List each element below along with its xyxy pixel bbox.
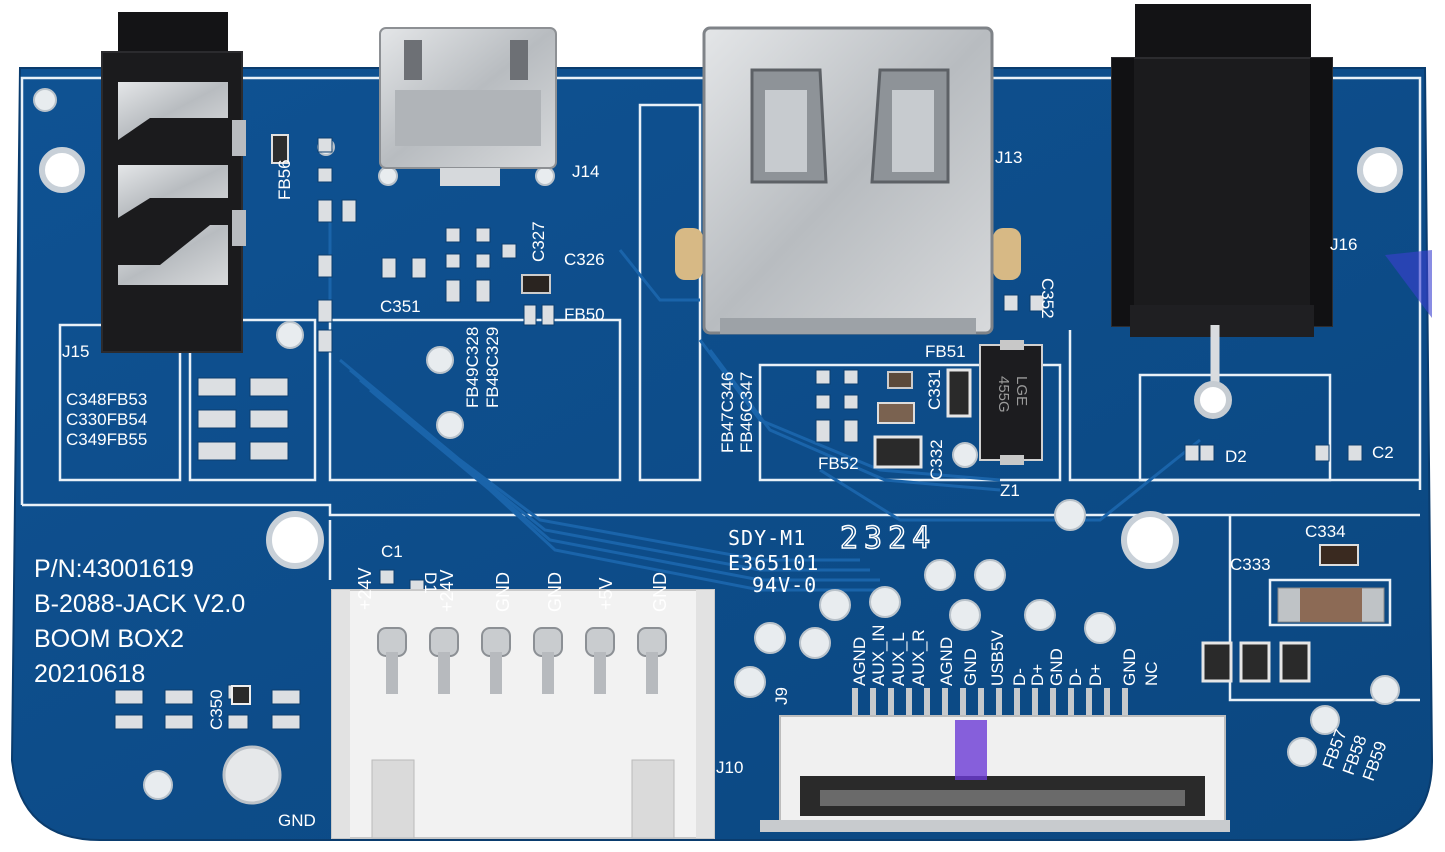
refdes-j10: J10 [716, 758, 743, 777]
refdes-fb50: FB50 [564, 305, 605, 324]
refdes-c348fb53: C348FB53 [66, 390, 147, 409]
part-number: P/N:43001619 [34, 555, 194, 583]
j9-pin-label: AUX_IN [869, 625, 888, 686]
refdes-fb48c329: FB48C329 [483, 327, 502, 408]
refdes-fb56: FB56 [275, 159, 294, 200]
j10-pin-label: +24V [437, 569, 457, 612]
j10-pin-label: GND [545, 572, 565, 612]
j9-pin-label: AGND [850, 637, 869, 686]
refdes-c331: C331 [925, 369, 944, 410]
refdes-c2: C2 [1372, 443, 1394, 462]
j9-pin-label: D+ [1028, 664, 1047, 686]
mounting-holes [39, 147, 1403, 569]
refdes-c332: C332 [927, 439, 946, 480]
refdes-j13: J13 [995, 148, 1022, 167]
smd-components [231, 134, 1385, 705]
mark-line3: 94V-0 [752, 573, 817, 597]
z1-diode: LGE 455G [979, 340, 1043, 465]
j14-micro-usb [379, 27, 557, 186]
j10-connector [331, 589, 715, 839]
gnd-label: GND [278, 811, 316, 830]
diode-marking-2: 455G [995, 376, 1012, 413]
refdes-d1: D1 [421, 572, 440, 594]
refdes-c333: C333 [1230, 555, 1271, 574]
refdes-z1: Z1 [1000, 481, 1020, 500]
j9-pin-label: AUX_R [909, 629, 928, 686]
j9-pin-label: D- [1010, 668, 1029, 686]
j13-usb-a [675, 26, 1021, 335]
j15-audio-jack [101, 12, 246, 353]
j9-pin-label: D- [1066, 668, 1085, 686]
refdes-c352: C352 [1038, 278, 1057, 319]
j9-pin-label: GND [961, 648, 980, 686]
refdes-fb46c347: FB46C347 [737, 372, 756, 453]
j9-pin-label: GND [1120, 648, 1139, 686]
diode-marking-1: LGE [1013, 376, 1030, 406]
board-model: B-2088-JACK V2.0 [34, 590, 245, 618]
j10-pin-label: +24V [355, 567, 375, 610]
j9-pin-label: AUX_L [889, 632, 908, 686]
j10-pin-label: +5V [596, 577, 616, 610]
traces [328, 200, 1201, 592]
j9-ffc-connector [760, 688, 1230, 832]
j10-pin-label: GND [493, 572, 513, 612]
refdes-fb51: FB51 [925, 342, 966, 361]
board-name: BOOM BOX2 [34, 625, 184, 653]
refdes-j15: J15 [62, 342, 89, 361]
refdes-c1: C1 [381, 542, 403, 561]
date-code: 2324 [840, 521, 936, 556]
refdes-c349fb55: C349FB55 [66, 430, 147, 449]
refdes-fb52: FB52 [818, 454, 859, 473]
refdes-j14: J14 [572, 162, 599, 181]
refdes-c334: C334 [1305, 522, 1346, 541]
refdes-fb49c328: FB49C328 [463, 327, 482, 408]
j9-pin-label: NC [1142, 661, 1161, 686]
j9-pin-label: USB5V [988, 630, 1007, 686]
mark-line1: SDY-M1 [728, 526, 806, 550]
gnd-pad [222, 745, 282, 805]
refdes-c330fb54: C330FB54 [66, 410, 147, 429]
j9-pin-label: GND [1047, 648, 1066, 686]
refdes-fb47c346: FB47C346 [718, 372, 737, 453]
refdes-c351: C351 [380, 297, 421, 316]
refdes-d2: D2 [1225, 447, 1247, 466]
j9-pin-label: AGND [937, 637, 956, 686]
mark-line2: E365101 [728, 551, 819, 575]
refdes-j16: J16 [1330, 235, 1357, 254]
j10-pin-label: GND [650, 572, 670, 612]
board-date: 20210618 [34, 660, 145, 688]
refdes-c326: C326 [564, 250, 605, 269]
j16-audio-jack [1111, 4, 1432, 419]
vias [33, 88, 1400, 800]
j9-pin-label: D+ [1086, 664, 1105, 686]
refdes-c327: C327 [529, 221, 548, 262]
refdes-c350: C350 [207, 689, 226, 730]
refdes-j9: J9 [772, 687, 791, 705]
